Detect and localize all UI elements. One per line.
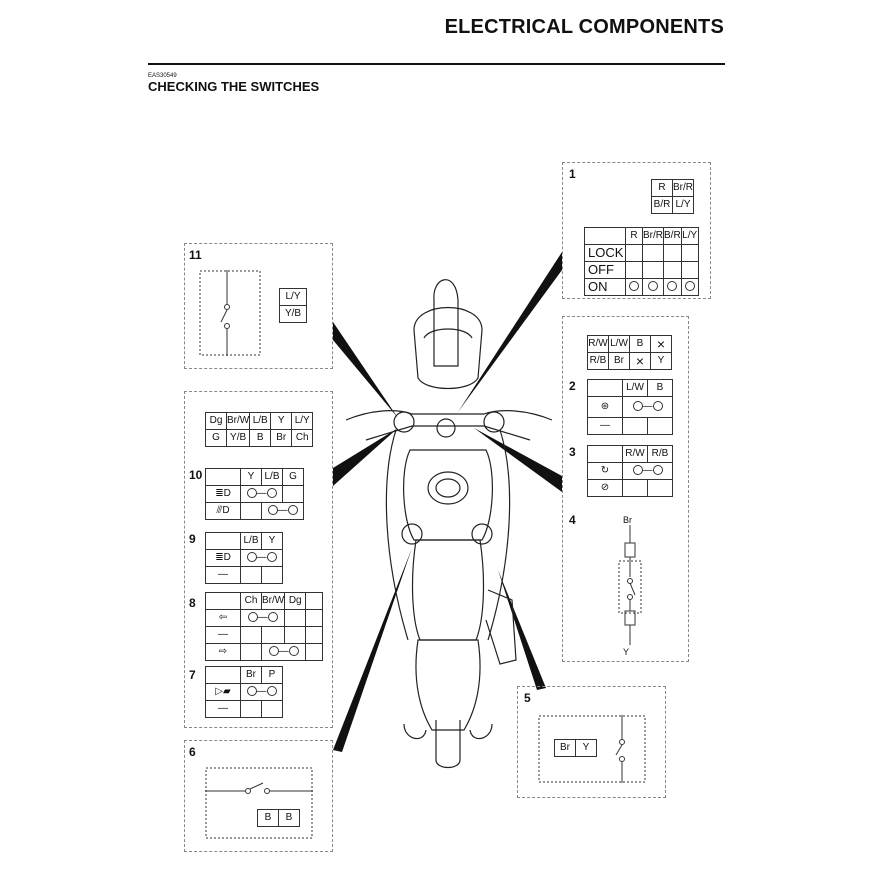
row-label: LOCK xyxy=(584,244,626,262)
panel-number: 2 xyxy=(569,379,576,393)
pin-label: R/B xyxy=(587,352,609,370)
pointer-wedge-5 xyxy=(498,570,546,690)
col-header: G xyxy=(282,468,304,486)
panel-number: 8 xyxy=(189,596,196,610)
pin-label: Br xyxy=(608,352,630,370)
wire-label-top: Br xyxy=(623,515,632,525)
pointer-wedge-2-3 xyxy=(474,428,562,492)
panel-number: 10 xyxy=(189,468,203,482)
continuity-circle xyxy=(667,281,678,292)
start-switch-schematic xyxy=(618,525,642,645)
pin-label: B xyxy=(629,335,651,353)
col-header: L/B xyxy=(240,532,262,550)
pin-label: Y xyxy=(270,412,293,430)
col-header: P xyxy=(261,666,283,684)
horn-icon: ▷▰ xyxy=(215,686,231,697)
continuity-circle xyxy=(648,281,658,292)
pin-label: Y xyxy=(650,352,672,370)
col-header: L/W xyxy=(622,379,648,397)
row-label: ON xyxy=(584,278,626,296)
switch-schematic xyxy=(205,767,313,839)
panel-left-handlebar: Dg Br/W L/B Y L/Y G Y/B B Br Ch 10 Y L/B… xyxy=(184,391,333,728)
col-header: Br/W xyxy=(260,592,286,610)
pin-label: Dg xyxy=(205,412,227,430)
col-header: L/Y xyxy=(680,227,699,245)
low-beam-icon: ⫻D xyxy=(216,505,230,516)
pointer-wedge-6 xyxy=(333,548,412,752)
pin-label: Y/B xyxy=(279,305,307,323)
pin-label: G xyxy=(205,429,227,447)
panel-number: 1 xyxy=(569,167,576,181)
pin-label: L/B xyxy=(249,412,272,430)
pin-label: Y/B xyxy=(225,429,251,447)
pin-label: Y xyxy=(575,739,597,757)
panel-number: 11 xyxy=(189,248,202,262)
col-header: Y xyxy=(261,532,283,550)
col-header: Dg xyxy=(284,592,307,610)
pin-label: B xyxy=(278,809,300,827)
col-header: B xyxy=(647,379,673,397)
turn-right-icon: ⇨ xyxy=(218,646,228,657)
panel-right-handlebar: R/W L/W B × R/B Br × Y 2 L/W B ⊛ — — 3 R… xyxy=(562,316,689,662)
col-header: R xyxy=(625,227,643,245)
engine-run-icon: ↻ xyxy=(600,465,610,476)
panel-front-brake-switch: 11 L/Y Y/B xyxy=(184,243,333,369)
switch-schematic xyxy=(538,715,646,783)
header-rule xyxy=(148,63,725,65)
page-title: ELECTRICAL COMPONENTS xyxy=(444,16,724,38)
section-code: EAS30549 xyxy=(148,73,177,79)
continuity-circle xyxy=(629,281,639,292)
pin-label: L/Y xyxy=(279,288,307,306)
pin-label: Br xyxy=(270,429,293,447)
pin-label: Br/W xyxy=(225,412,251,430)
panel-rear-brake-switch: 5 Br Y xyxy=(517,686,666,798)
pin-label: R xyxy=(651,179,673,197)
panel-number: 5 xyxy=(524,691,531,705)
panel-number: 3 xyxy=(569,445,576,459)
pin-label: B/R xyxy=(651,196,673,214)
panel-number: 6 xyxy=(189,745,196,759)
pointer-wedge-1 xyxy=(458,252,562,412)
pin-label: L/Y xyxy=(291,412,314,430)
col-header: Y xyxy=(240,468,262,486)
high-beam-icon: ≣D xyxy=(215,488,231,499)
col-header: R/B xyxy=(647,445,673,463)
panel-main-switch: 1 R Br/R B/R L/Y R Br/R B/R L/Y LOCK OFF… xyxy=(562,162,711,299)
col-header: Ch xyxy=(240,592,262,610)
col-header: Br xyxy=(240,666,262,684)
pin-label: L/W xyxy=(608,335,630,353)
pin-label: B xyxy=(249,429,272,447)
col-header: B/R xyxy=(663,227,682,245)
continuity-circle xyxy=(684,281,695,292)
col-header: R/W xyxy=(622,445,648,463)
panel-number: 4 xyxy=(569,513,576,527)
pin-label: B xyxy=(257,809,279,827)
panel-clutch-switch: 6 B B xyxy=(184,740,333,852)
panel-number: 7 xyxy=(189,668,196,682)
pin-label: R/W xyxy=(587,335,609,353)
pass-light-icon: ≣D xyxy=(215,552,231,563)
engine-stop-icon: ⊘ xyxy=(600,482,610,493)
wire-label-bottom: Y xyxy=(623,647,630,657)
panel-number: 9 xyxy=(189,532,196,546)
pin-label: L/Y xyxy=(672,196,694,214)
row-label: OFF xyxy=(584,261,626,279)
pin-label: Br xyxy=(554,739,576,757)
pin-label: Br/R xyxy=(672,179,694,197)
section-title: CHECKING THE SWITCHES xyxy=(148,79,320,94)
hazard-icon: ⊛ xyxy=(600,401,610,412)
col-header: Br/R xyxy=(642,227,664,245)
pointer-wedge-11 xyxy=(333,322,398,418)
pointer-wedge-left xyxy=(333,428,398,486)
col-header: L/B xyxy=(261,468,283,486)
pin-label: Ch xyxy=(291,429,314,447)
switch-schematic xyxy=(199,270,261,356)
turn-left-icon: ⇦ xyxy=(218,612,228,623)
